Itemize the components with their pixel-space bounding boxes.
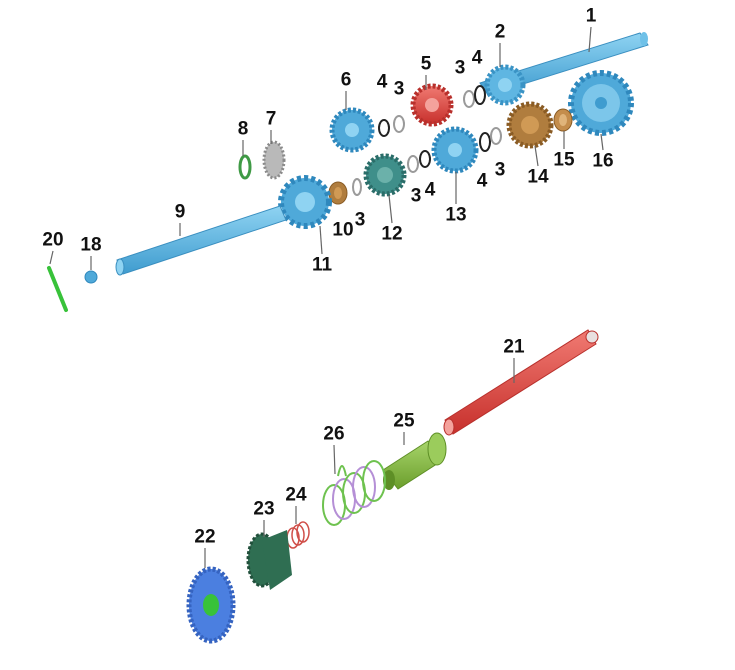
part-23-ratchet — [246, 530, 292, 590]
part-label-9: 9 — [174, 201, 186, 223]
part-7-silver-gear — [262, 140, 286, 180]
part-label-26: 26 — [323, 423, 345, 445]
part-label-4d: 4 — [424, 179, 436, 201]
part-label-3a: 3 — [454, 57, 466, 79]
part-2-gear — [484, 64, 526, 106]
part-26-kick-spring — [322, 460, 386, 526]
part-label-10: 10 — [332, 219, 354, 241]
part-11-gear — [278, 175, 332, 229]
leader-lines — [49, 26, 604, 568]
part-label-18: 18 — [80, 234, 102, 256]
part-label-21: 21 — [503, 336, 525, 358]
part-8-green-washer — [238, 154, 252, 180]
part-label-16: 16 — [592, 150, 614, 172]
part-label-3b: 3 — [393, 78, 405, 100]
part-label-23: 23 — [253, 498, 275, 520]
part-6-gear — [329, 107, 375, 153]
part-21-kick-shaft — [443, 329, 599, 436]
part-label-3e: 3 — [354, 209, 366, 231]
part-label-4b: 4 — [376, 71, 388, 93]
part-label-12: 12 — [381, 223, 403, 245]
part-label-25: 25 — [393, 410, 415, 432]
part-label-5: 5 — [420, 53, 432, 75]
part-label-24: 24 — [285, 484, 307, 506]
part-label-8: 8 — [237, 118, 249, 140]
part-22-drive-gear — [186, 566, 236, 644]
part-14-bronze-gear — [506, 101, 554, 149]
part-label-2: 2 — [494, 21, 506, 43]
part-13-gear — [431, 126, 479, 174]
part-label-11: 11 — [311, 254, 333, 276]
part-24-small-spring — [286, 521, 310, 549]
part-label-14: 14 — [527, 166, 549, 188]
part-label-15: 15 — [553, 149, 575, 171]
part-label-1: 1 — [585, 5, 597, 27]
part-label-3d: 3 — [410, 185, 422, 207]
part-5-red-gear — [410, 83, 454, 127]
part-20-green-ring — [47, 266, 68, 312]
part-label-13: 13 — [445, 204, 467, 226]
part-label-22: 22 — [194, 526, 216, 548]
part-label-3c: 3 — [494, 159, 506, 181]
part-16-large-gear — [568, 70, 634, 136]
part-18-nut — [84, 270, 98, 284]
part-15-bushing — [553, 108, 573, 132]
part-12-teal-gear — [363, 153, 407, 197]
part-label-20: 20 — [42, 229, 64, 251]
part-label-7: 7 — [265, 108, 277, 130]
part-label-6: 6 — [340, 69, 352, 91]
part-label-4c: 4 — [476, 170, 488, 192]
part-9-input-shaft — [115, 205, 287, 276]
circlips-and-washers — [352, 85, 502, 196]
part-label-4a: 4 — [471, 47, 483, 69]
part-25-green-sleeve — [382, 432, 447, 490]
